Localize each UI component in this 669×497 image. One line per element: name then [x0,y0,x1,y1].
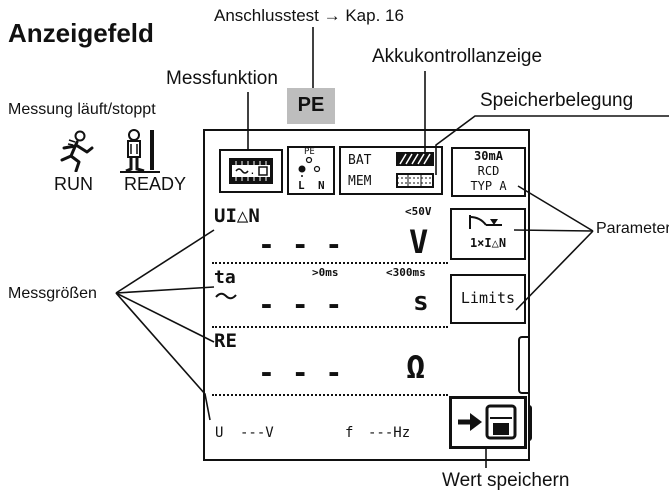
row2-limit-high: <300ms [386,266,426,279]
row-divider-2 [212,326,448,328]
l-symbol: L [298,179,305,192]
svg-text:.: . [250,167,255,176]
run-label: RUN [54,174,93,194]
status-callout: Messung läuft/stoppt [8,101,156,118]
voltage-label: U [215,425,224,441]
voltage-value: ---V [240,425,274,441]
row3-value: - - - [258,356,343,389]
pe-badge [287,88,335,124]
save-arrow-icon [458,404,517,440]
messfunktion-callout: Messfunktion [166,68,278,89]
pe-badge-label: PE [297,94,325,116]
connection-dots-icon [298,157,321,177]
n-symbol: N [318,179,325,192]
row-divider-3 [212,394,448,396]
row2-unit: s [413,287,429,317]
memory-icon [396,173,434,188]
rcd-waveform-icon [469,215,502,229]
row3-name: RE [214,330,237,352]
page-title: Anzeigefeld [8,18,154,48]
scroll-bracket [518,336,528,394]
connection-test-box [287,146,335,195]
akku-callout: Akkukontrollanzeige [372,46,543,67]
row3-unit: Ω [406,348,426,386]
standing-man-icon [120,129,160,173]
save-bracket [524,405,532,441]
rcd-param-box[interactable] [451,147,526,197]
rcd-type-label: RCD [477,164,500,178]
rcd-current: 30mA [474,149,503,163]
pe-symbol: PE [304,147,315,157]
messgroessen-callout: Messgrößen [8,285,97,302]
battery-icon [396,152,434,166]
mem-label: MEM [348,174,372,189]
row2-value: - - - [258,288,343,321]
running-man-icon [60,130,94,172]
frequency-value: ---Hz [368,425,411,441]
multiplier-label: 1×I△N [469,236,507,250]
row1-unit: V [409,223,429,261]
rcd-typ: TYP A [470,179,507,193]
row1-limit: <50V [405,205,432,218]
multiplier-button[interactable] [450,208,526,260]
row2-name: ta [214,267,236,288]
ac-wave-icon [215,292,237,300]
row2-limit-low: >0ms [312,266,339,279]
row1-name: UI△N [214,205,260,227]
bat-label: BAT [348,153,372,168]
row1-value: - - - [258,228,343,261]
speicher-callout: Speicherbelegung [480,90,634,111]
parameter-callout: Parameter [596,220,669,237]
limits-button[interactable] [450,274,526,324]
anschlusstest-callout: Anschlusstest → Kap. 16 [214,6,404,25]
limits-label: Limits [460,289,516,307]
row-divider-1 [212,262,448,264]
wert-speichern-callout: Wert speichern [442,470,570,491]
ready-label: READY [124,174,187,194]
frequency-label: f [345,425,354,441]
measure-function-icon: . [229,158,273,184]
